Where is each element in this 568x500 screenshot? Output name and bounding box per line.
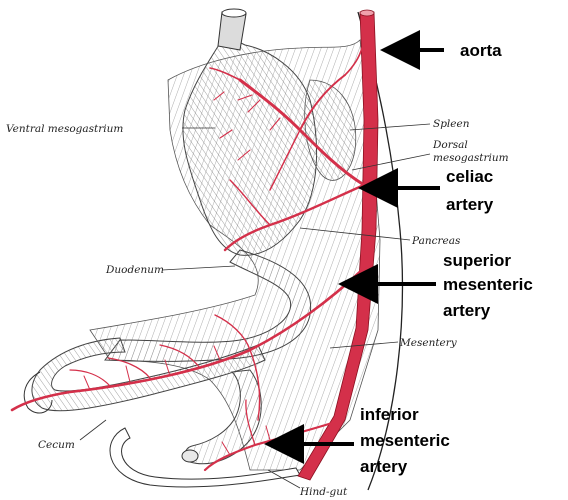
- duodenum: [104, 249, 312, 362]
- leader-lines: [79, 123, 431, 489]
- label-celiac-line2: artery: [446, 195, 494, 214]
- label-spleen: Spleen: [433, 118, 470, 130]
- label-aorta: aorta: [460, 41, 502, 60]
- label-dorsal-mesogastrium-line1: Dorsal: [432, 139, 468, 151]
- label-pancreas: Pancreas: [411, 235, 461, 247]
- superior-mesenteric-artery-branches: [10, 268, 364, 421]
- label-inferior-line1: inferior: [360, 405, 419, 424]
- label-duodenum: Duodenum: [105, 264, 164, 276]
- aorta: [297, 11, 379, 481]
- label-inferior-line2: mesenteric: [360, 431, 450, 450]
- label-superior-line2: mesenteric: [443, 275, 533, 294]
- label-cecum: Cecum: [38, 439, 75, 451]
- label-superior-line1: superior: [443, 251, 511, 270]
- label-celiac-line1: celiac: [446, 167, 493, 186]
- label-ventral-mesogastrium: Ventral mesogastrium: [6, 123, 123, 135]
- label-dorsal-mesogastrium-line2: mesogastrium: [433, 152, 509, 164]
- label-superior-line3: artery: [443, 301, 491, 320]
- label-arrows: [264, 30, 444, 464]
- cecum: [23, 371, 53, 414]
- label-inferior-line3: artery: [360, 457, 408, 476]
- midgut-loop: [31, 337, 266, 412]
- label-hind-gut: Hind-gut: [299, 486, 348, 498]
- spleen: [304, 79, 357, 181]
- celiac-artery-branches: [209, 47, 366, 252]
- label-mesentery: Mesentery: [399, 337, 458, 349]
